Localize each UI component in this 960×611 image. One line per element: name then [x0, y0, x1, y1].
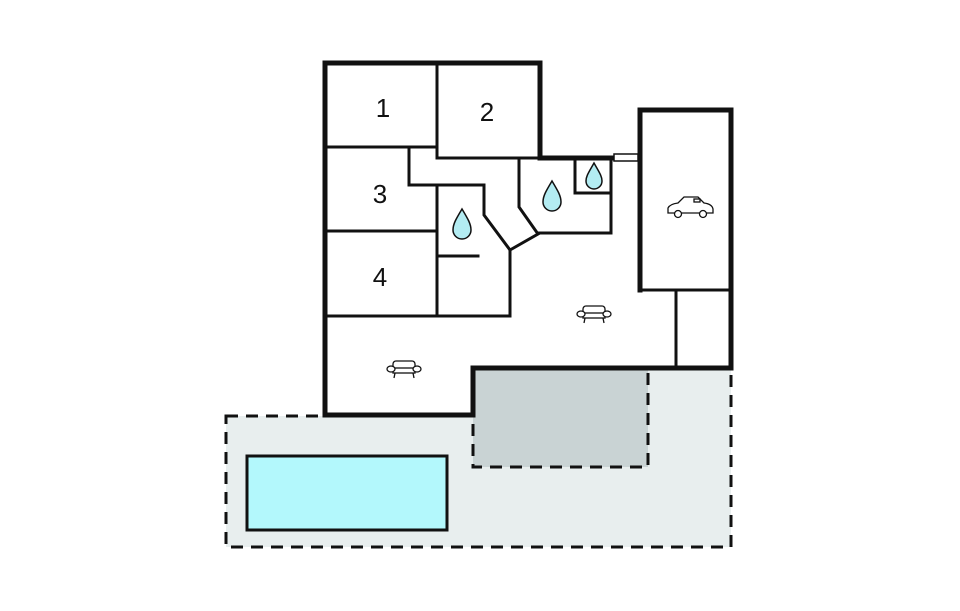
sofa-icon [386, 360, 422, 379]
room-label-1: 1 [376, 93, 390, 123]
exterior-walls [322, 60, 734, 418]
sofa-icon [576, 305, 612, 324]
room-label-4: 4 [373, 262, 387, 292]
car-icon [667, 196, 714, 219]
covered-terrace [471, 366, 650, 469]
room-label-3: 3 [373, 179, 387, 209]
water-drop-icon [452, 207, 472, 240]
room-label-2: 2 [480, 97, 494, 127]
interior-walls [323, 61, 733, 370]
water-drop-icon [542, 179, 562, 212]
window [613, 153, 639, 162]
water-drop-icon [585, 161, 603, 190]
swimming-pool [245, 454, 449, 532]
